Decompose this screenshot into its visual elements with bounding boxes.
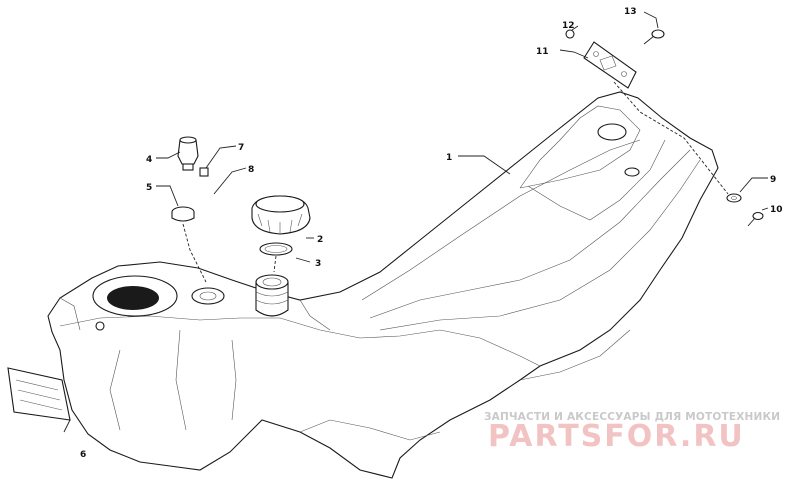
watermark-brand: PARTSFOR.RU: [488, 419, 745, 454]
callout-7: 7: [238, 143, 244, 153]
callout-12: 12: [562, 21, 575, 31]
callout-1: 1: [446, 153, 452, 163]
fuel-tank: [47, 91, 719, 479]
leader-lines: [63, 11, 769, 433]
o-ring: [259, 242, 293, 256]
fuel-cap: [251, 195, 311, 235]
callout-4: 4: [146, 155, 152, 165]
fuel-valve: [177, 136, 199, 171]
callout-6: 6: [80, 450, 86, 460]
callout-labels: 1 2 3 4 5 6 7 8 9 10 11 12 13: [80, 7, 783, 460]
callout-9: 9: [770, 175, 776, 185]
callout-10: 10: [770, 205, 783, 215]
mounting-bracket: [583, 41, 637, 89]
nut-12: [565, 29, 575, 39]
washer-9: [726, 193, 742, 203]
breather-hose: [199, 167, 218, 231]
callout-11: 11: [536, 47, 549, 57]
bolt-10: [747, 211, 764, 227]
callout-5: 5: [146, 183, 152, 193]
callout-13: 13: [624, 7, 637, 17]
bolt-13: [643, 29, 665, 45]
warning-label: [7, 367, 71, 421]
callout-3: 3: [315, 259, 321, 269]
callout-8: 8: [248, 165, 254, 175]
watermark: ЗАПЧАСТИ И АКСЕССУАРЫ ДЛЯ МОТОТЕХНИКИ PA…: [484, 411, 780, 454]
grommet: [171, 206, 195, 222]
watermark-tagline: ЗАПЧАСТИ И АКСЕССУАРЫ ДЛЯ МОТОТЕХНИКИ: [484, 411, 780, 423]
callout-2: 2: [317, 235, 323, 245]
